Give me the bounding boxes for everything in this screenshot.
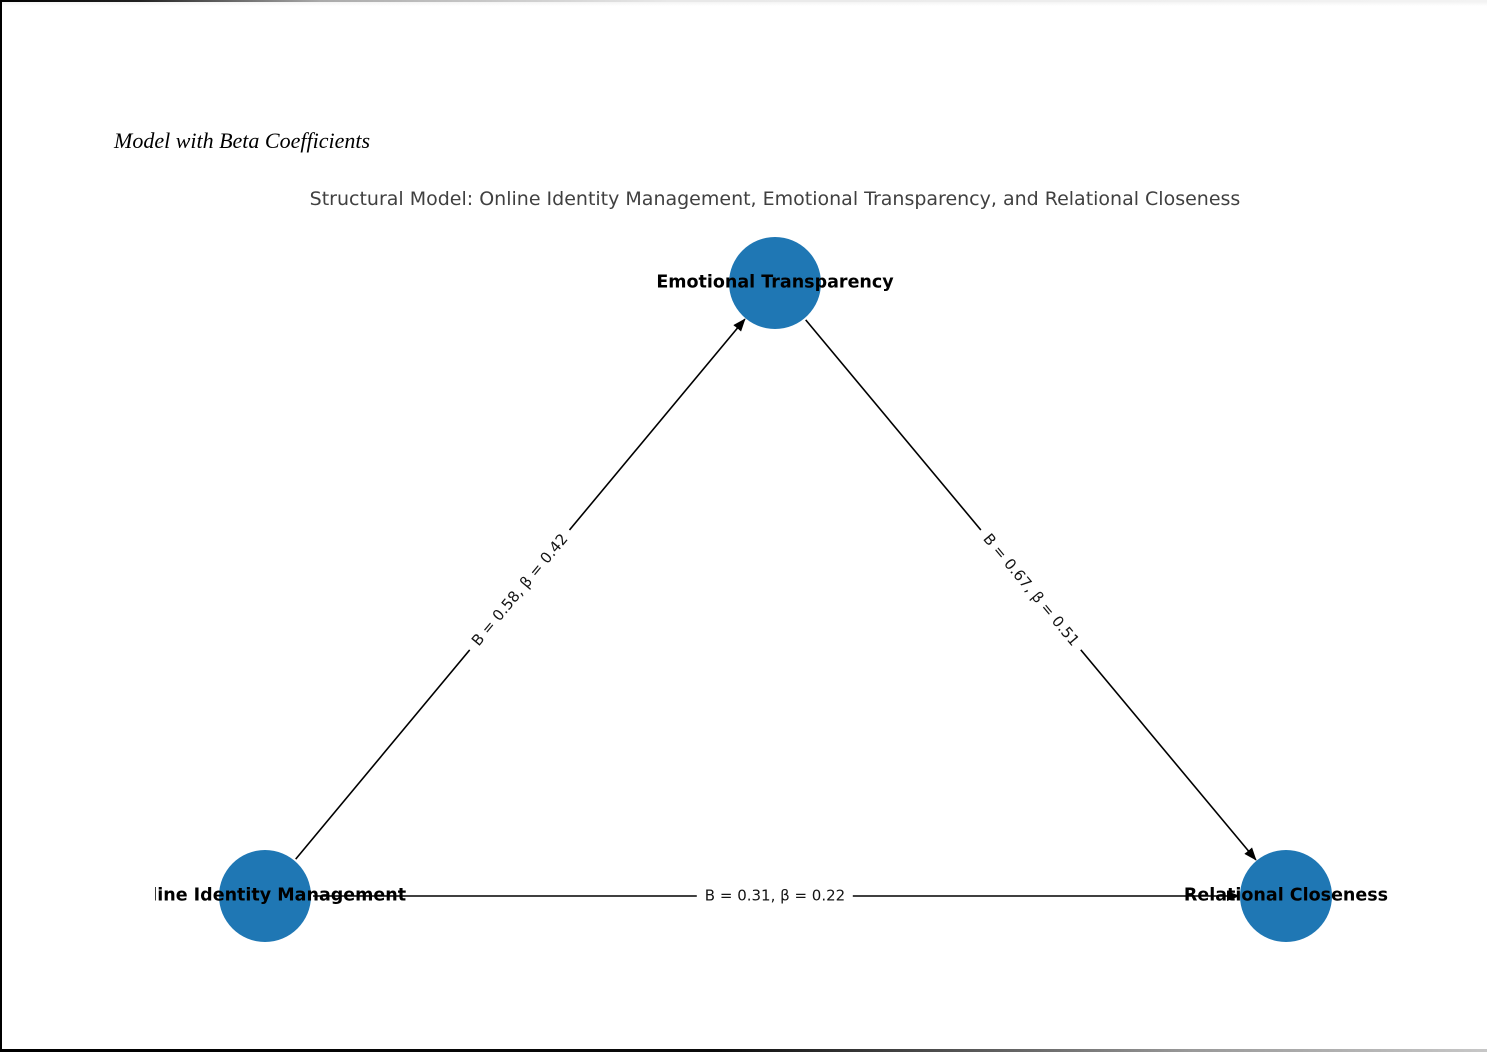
node-label-online-identity-management: Online Identity Management bbox=[155, 885, 407, 906]
window-border-bottom bbox=[0, 1049, 1487, 1052]
node-label-emotional-transparency: Emotional Transparency bbox=[656, 272, 894, 293]
window-top-shading bbox=[0, 0, 1487, 6]
figure-title: Structural Model: Online Identity Manage… bbox=[309, 188, 1241, 210]
edges-layer bbox=[295, 318, 1257, 901]
page-title: Model with Beta Coefficients bbox=[114, 128, 371, 153]
node-circle-emotional-transparency bbox=[729, 237, 821, 329]
node-circle-relational-closeness bbox=[1240, 850, 1332, 942]
window-border-top bbox=[0, 0, 1487, 2]
edge-label-oim-to-rc: B = 0.31, β = 0.22 bbox=[696, 885, 854, 907]
window-border-left bbox=[0, 0, 2, 1052]
node-circle-online-identity-management bbox=[219, 850, 311, 942]
nodes-layer bbox=[219, 237, 1332, 942]
diagram-area: Emotional Transparency Online Identity M… bbox=[155, 220, 1395, 965]
